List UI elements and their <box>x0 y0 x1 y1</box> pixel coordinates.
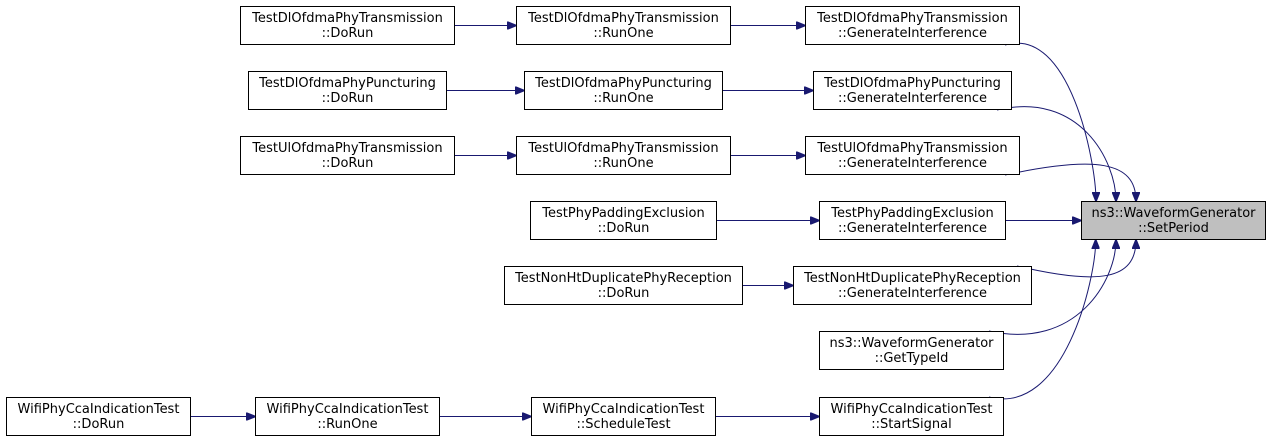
node-wifi-phy-cca-indication-test-startsignal[interactable]: WifiPhyCcaIndicationTest ::StartSignal <box>819 397 1004 436</box>
node-class-label: TestPhyPaddingExclusion <box>831 205 994 221</box>
node-method-label: ::DoRun <box>321 155 374 171</box>
node-wifi-phy-cca-indication-test-runone[interactable]: WifiPhyCcaIndicationTest ::RunOne <box>255 397 440 436</box>
edge-n13-to-focus <box>1016 240 1136 278</box>
node-method-label: ::GenerateInterference <box>837 25 987 41</box>
node-class-label: TestDlOfdmaPhyPuncturing <box>824 75 1001 91</box>
node-class-label: TestUlOfdmaPhyTransmission <box>528 140 719 156</box>
node-method-label: ::DoRun <box>597 220 650 236</box>
node-method-label: ::RunOne <box>593 155 654 171</box>
node-method-label: ::RunOne <box>593 90 654 106</box>
node-class-label: TestPhyPaddingExclusion <box>542 205 705 221</box>
node-class-label: TestDlOfdmaPhyTransmission <box>528 10 719 26</box>
node-method-label: ::GenerateInterference <box>837 220 987 236</box>
node-class-label: TestNonHtDuplicatePhyReception <box>515 270 732 286</box>
node-class-label: TestNonHtDuplicatePhyReception <box>804 270 1021 286</box>
node-method-label: ::StartSignal <box>871 416 952 432</box>
node-test-non-ht-duplicate-phy-reception-dorun[interactable]: TestNonHtDuplicatePhyReception ::DoRun <box>504 266 743 305</box>
node-test-dl-ofdma-phy-puncturing-runone[interactable]: TestDlOfdmaPhyPuncturing ::RunOne <box>524 71 723 110</box>
node-class-label: TestDlOfdmaPhyTransmission <box>252 10 443 26</box>
node-class-label: TestDlOfdmaPhyTransmission <box>817 10 1008 26</box>
node-test-ul-ofdma-phy-transmission-generateinterference[interactable]: TestUlOfdmaPhyTransmission ::GenerateInt… <box>805 136 1020 175</box>
node-method-label: ::RunOne <box>593 25 654 41</box>
node-test-phy-padding-exclusion-generateinterference[interactable]: TestPhyPaddingExclusion ::GenerateInterf… <box>819 201 1006 240</box>
node-class-label: TestUlOfdmaPhyTransmission <box>817 140 1008 156</box>
node-method-label: ::GenerateInterference <box>837 155 987 171</box>
node-method-label: ::DoRun <box>72 416 125 432</box>
node-method-label: ::GenerateInterference <box>837 90 987 106</box>
node-method-label: ::RunOne <box>317 416 378 432</box>
node-wifi-phy-cca-indication-test-scheduletest[interactable]: WifiPhyCcaIndicationTest ::ScheduleTest <box>531 397 716 436</box>
node-test-non-ht-duplicate-phy-reception-generateinterference[interactable]: TestNonHtDuplicatePhyReception ::Generat… <box>793 266 1032 305</box>
node-class-label: ns3::WaveformGenerator <box>829 335 994 351</box>
edge-n6-to-focus <box>996 106 1116 201</box>
node-class-label: WifiPhyCcaIndicationTest <box>266 401 429 417</box>
node-test-dl-ofdma-phy-transmission-dorun[interactable]: TestDlOfdmaPhyTransmission ::DoRun <box>240 6 455 45</box>
node-method-label: ::GenerateInterference <box>837 285 987 301</box>
edge-n9-to-focus <box>1004 163 1136 201</box>
node-method-label: ::SetPeriod <box>1138 220 1209 236</box>
node-class-label: TestUlOfdmaPhyTransmission <box>252 140 443 156</box>
node-test-dl-ofdma-phy-puncturing-dorun[interactable]: TestDlOfdmaPhyPuncturing ::DoRun <box>248 71 447 110</box>
edge-n18-to-focus <box>988 240 1096 400</box>
node-class-label: WifiPhyCcaIndicationTest <box>830 401 993 417</box>
node-test-dl-ofdma-phy-puncturing-generateinterference[interactable]: TestDlOfdmaPhyPuncturing ::GenerateInter… <box>813 71 1012 110</box>
node-test-ul-ofdma-phy-transmission-runone[interactable]: TestUlOfdmaPhyTransmission ::RunOne <box>516 136 731 175</box>
node-method-label: ::DoRun <box>321 90 374 106</box>
node-class-label: TestDlOfdmaPhyPuncturing <box>535 75 712 91</box>
node-test-phy-padding-exclusion-dorun[interactable]: TestPhyPaddingExclusion ::DoRun <box>530 201 717 240</box>
node-method-label: ::ScheduleTest <box>576 416 671 432</box>
node-class-label: WifiPhyCcaIndicationTest <box>542 401 705 417</box>
node-method-label: ::GetTypeId <box>874 350 949 366</box>
node-waveform-generator-setperiod: ns3::WaveformGenerator ::SetPeriod <box>1081 201 1266 240</box>
edge-n3-to-focus <box>1004 42 1096 201</box>
node-test-ul-ofdma-phy-transmission-dorun[interactable]: TestUlOfdmaPhyTransmission ::DoRun <box>240 136 455 175</box>
node-class-label: ns3::WaveformGenerator <box>1091 205 1256 221</box>
node-wifi-phy-cca-indication-test-dorun[interactable]: WifiPhyCcaIndicationTest ::DoRun <box>6 397 191 436</box>
node-test-dl-ofdma-phy-transmission-runone[interactable]: TestDlOfdmaPhyTransmission ::RunOne <box>516 6 731 45</box>
node-method-label: ::DoRun <box>321 25 374 41</box>
edge-n14-to-focus <box>988 240 1116 335</box>
node-class-label: WifiPhyCcaIndicationTest <box>17 401 180 417</box>
node-class-label: TestDlOfdmaPhyPuncturing <box>259 75 436 91</box>
node-test-dl-ofdma-phy-transmission-generateinterference[interactable]: TestDlOfdmaPhyTransmission ::GenerateInt… <box>805 6 1020 45</box>
node-waveform-generator-gettypeid[interactable]: ns3::WaveformGenerator ::GetTypeId <box>819 331 1004 370</box>
node-method-label: ::DoRun <box>597 285 650 301</box>
